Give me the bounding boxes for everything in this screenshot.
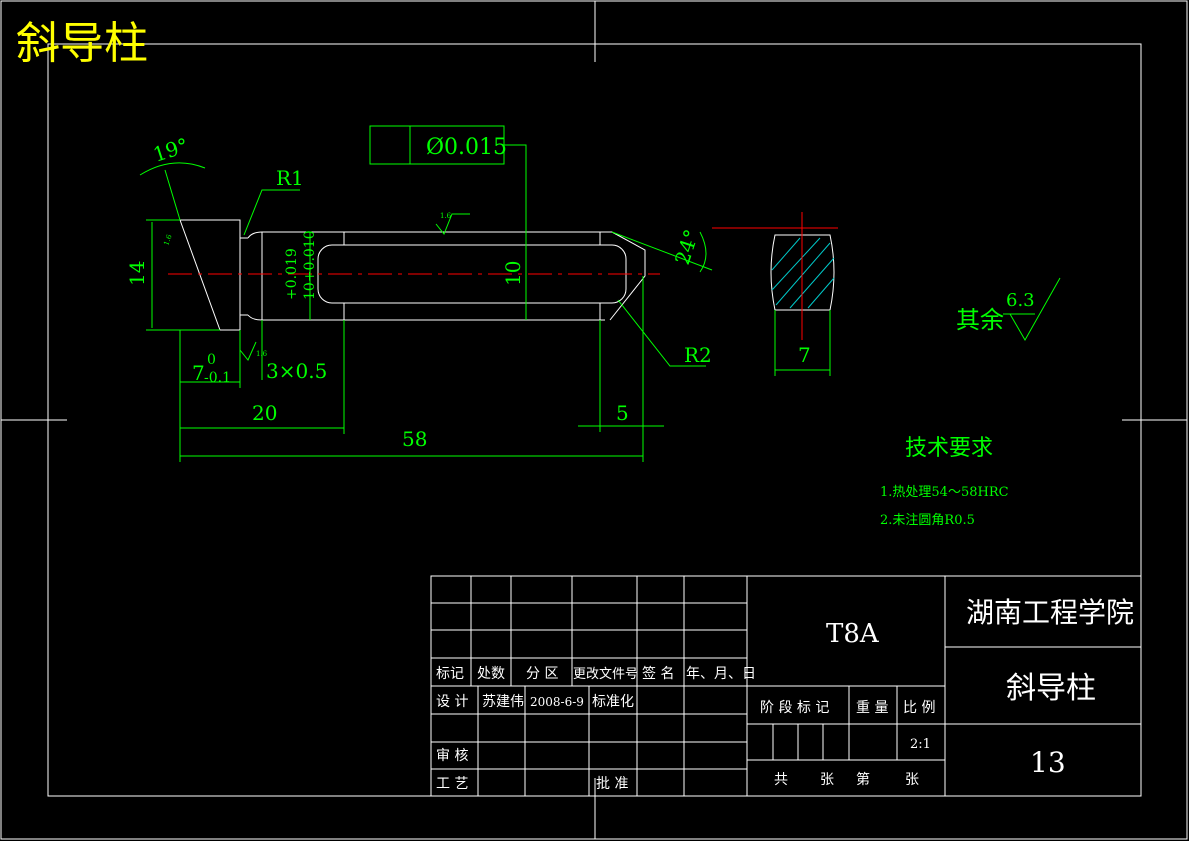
designer: 苏建伟 (482, 694, 524, 710)
chamfer: 3×0.5 (266, 359, 327, 383)
header-signature: 签 名 (642, 665, 674, 682)
tolerance-upper: +0.019 (284, 248, 300, 300)
drawing-number: 13 (1030, 746, 1066, 779)
angle-24: 24° (670, 226, 704, 267)
roughness-small-2: 1.6 (256, 350, 268, 358)
sheet-unit-label-2: 张 (905, 772, 919, 788)
approve-label: 批 准 (596, 776, 628, 792)
stage-label: 阶 段 标 记 (760, 700, 829, 716)
design-label: 设 计 (436, 694, 468, 710)
dimension-lines (139, 125, 1061, 462)
len-5: 5 (616, 401, 629, 425)
sheet-unit-label: 张 (820, 772, 834, 788)
design-date: 2008-6-9 (530, 695, 584, 709)
process-label: 工 艺 (436, 776, 468, 792)
requirements-title: 技术要求 (905, 436, 993, 461)
tolerance-value: Ø0.015 (426, 135, 507, 160)
header-count: 处数 (477, 666, 505, 682)
roughness-small-3: 1.6 (162, 233, 174, 247)
len-20: 20 (252, 401, 277, 425)
part-name: 斜导柱 (1006, 671, 1096, 706)
drawing-title: 斜导柱 (16, 18, 148, 69)
height-14: 14 (125, 261, 149, 286)
header-mark: 标记 (436, 666, 464, 682)
roughness-label: 其余 (956, 306, 1004, 334)
radius-r2: R2 (684, 343, 712, 367)
width-7: 7 (798, 343, 811, 367)
tol-7-lower: -0.1 (204, 370, 231, 386)
material: T8A (826, 619, 880, 649)
radius-r1: R1 (276, 166, 304, 190)
section-hatch (771, 237, 835, 309)
review-label: 审 核 (436, 748, 468, 764)
diameter-10: 10 (501, 261, 525, 286)
roughness-value: 6.3 (1006, 290, 1035, 311)
school-name: 湖南工程学院 (966, 596, 1134, 629)
scale-label: 比 例 (903, 700, 935, 716)
center-lines (168, 212, 838, 340)
tol-7-upper: 0 (207, 352, 216, 368)
header-change-doc: 更改文件号 (573, 667, 638, 682)
len-7-left: 7 (192, 361, 205, 385)
requirement-item: 1.热处理54～58HRC (880, 485, 1009, 500)
roughness-small-1: 1.6 (440, 212, 452, 220)
len-58: 58 (402, 427, 427, 451)
header-zone: 分 区 (526, 666, 558, 682)
title-block (430, 575, 1142, 797)
standardize-label: 标准化 (592, 694, 634, 710)
angle-19: 19° (150, 133, 191, 167)
tolerance-lower: 10+0.010 (302, 230, 318, 300)
scale-value: 2:1 (910, 737, 931, 752)
requirement-item: 2.未注圆角R0.5 (880, 513, 975, 528)
sheet-no-label: 第 (856, 771, 870, 788)
header-date: 年、月、日 (686, 666, 756, 682)
sheet-total-label: 共 (774, 772, 788, 788)
weight-label: 重 量 (856, 700, 888, 716)
